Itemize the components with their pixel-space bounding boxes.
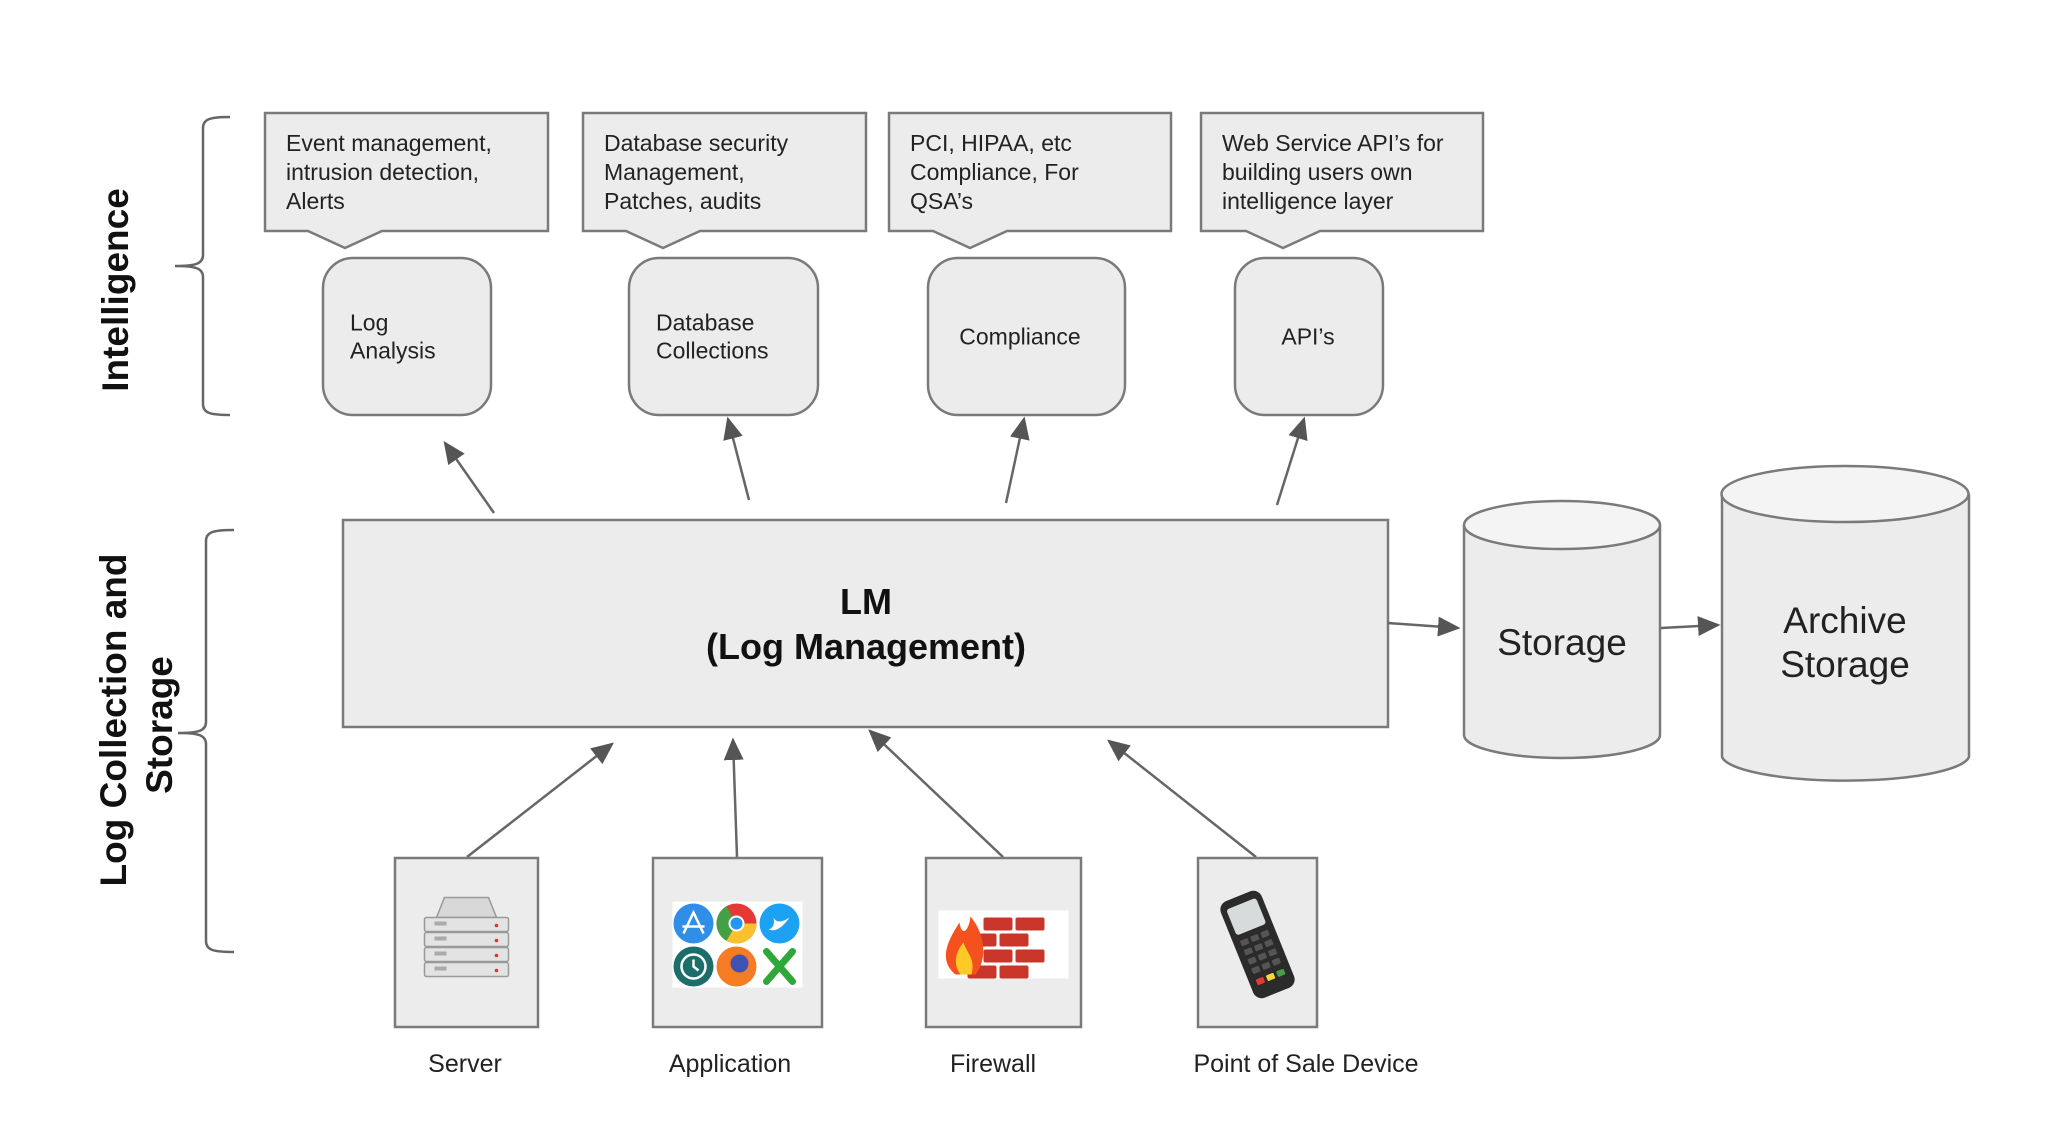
arrow-lm-to-storage <box>1387 616 1461 637</box>
server-rack-icon <box>423 896 510 978</box>
callout-text-line: QSA’s <box>910 188 973 214</box>
callout-text-line: Patches, audits <box>604 188 761 214</box>
arrow-server-to-lm <box>466 742 614 858</box>
source-device: Firewall <box>924 856 1083 1078</box>
section-label-collection-line1: Log Collection and <box>93 554 134 887</box>
lm-subtitle: (Log Management) <box>706 626 1026 667</box>
callout: Web Service API’s for building users own i… <box>1199 111 1485 250</box>
lm-title: LM <box>840 581 892 622</box>
arrow-to-apis <box>1275 416 1308 506</box>
firewall-icon <box>938 910 1069 979</box>
source-device: Application <box>651 856 824 1078</box>
arrows-from-sources <box>466 729 1257 858</box>
source-device: Server <box>393 856 540 1078</box>
archive-storage-cylinder: Archive Storage <box>1720 464 1971 782</box>
arrow-to-log-analysis <box>443 440 496 514</box>
archive-label-line1: Archive <box>1783 600 1906 641</box>
arrow-to-database-collections <box>723 416 751 501</box>
storage-label: Storage <box>1497 622 1627 663</box>
source-label: Server <box>428 1050 502 1078</box>
brace-intelligence <box>174 115 231 417</box>
intelligence-node-label: Collections <box>656 338 769 364</box>
arrow-to-compliance <box>1004 416 1030 504</box>
section-label-collection-line2: Storage <box>139 656 180 794</box>
intelligence-node: API’s <box>1233 256 1385 417</box>
callout-text-line: intelligence layer <box>1222 188 1394 214</box>
intelligence-node-label: Analysis <box>350 338 436 364</box>
section-log-collection: Log Collection and Storage <box>93 528 235 954</box>
app-icons-grid-icon <box>672 901 803 988</box>
callout-text-line: Alerts <box>286 188 345 214</box>
arrow-storage-to-archive <box>1660 616 1721 637</box>
arrow-firewall-to-lm <box>868 729 1004 858</box>
callout-text-line: Compliance, For <box>910 159 1079 185</box>
pos-terminal-icon <box>1220 890 1295 999</box>
arrow-pos-to-lm <box>1107 739 1257 858</box>
section-intelligence: Intelligence <box>95 115 231 417</box>
arrow-application-to-lm <box>723 737 744 858</box>
storage-cylinder: Storage <box>1462 499 1662 760</box>
arrows-to-intelligence <box>443 416 1308 514</box>
callout-text-line: Event management, <box>286 130 492 156</box>
intelligence-node: Compliance <box>926 256 1127 417</box>
intelligence-node-label: API’s <box>1281 324 1334 350</box>
callout-text-line: intrusion detection, <box>286 159 479 185</box>
section-label-intelligence: Intelligence <box>95 188 136 392</box>
lm-box: LM (Log Management) <box>341 518 1390 729</box>
intelligence-node-label: Database <box>656 310 754 336</box>
brace-collection <box>177 528 235 954</box>
callout-text-line: PCI, HIPAA, etc <box>910 130 1072 156</box>
callout-text-line: Web Service API’s for <box>1222 130 1444 156</box>
callout-text-line: Database security <box>604 130 789 156</box>
source-label: Firewall <box>950 1050 1036 1078</box>
archive-label-line2: Storage <box>1780 644 1910 685</box>
callout-text-line: Management, <box>604 159 745 185</box>
intelligence-node-label: Compliance <box>959 324 1080 350</box>
source-device: Point of Sale Device <box>1193 856 1419 1078</box>
intelligence-node-label: Log <box>350 310 388 336</box>
source-label: Application <box>669 1050 791 1078</box>
callout-text-line: building users own <box>1222 159 1413 185</box>
source-label: Point of Sale Device <box>1193 1050 1418 1078</box>
callout: Event management, intrusion detection, Ale… <box>263 111 550 250</box>
